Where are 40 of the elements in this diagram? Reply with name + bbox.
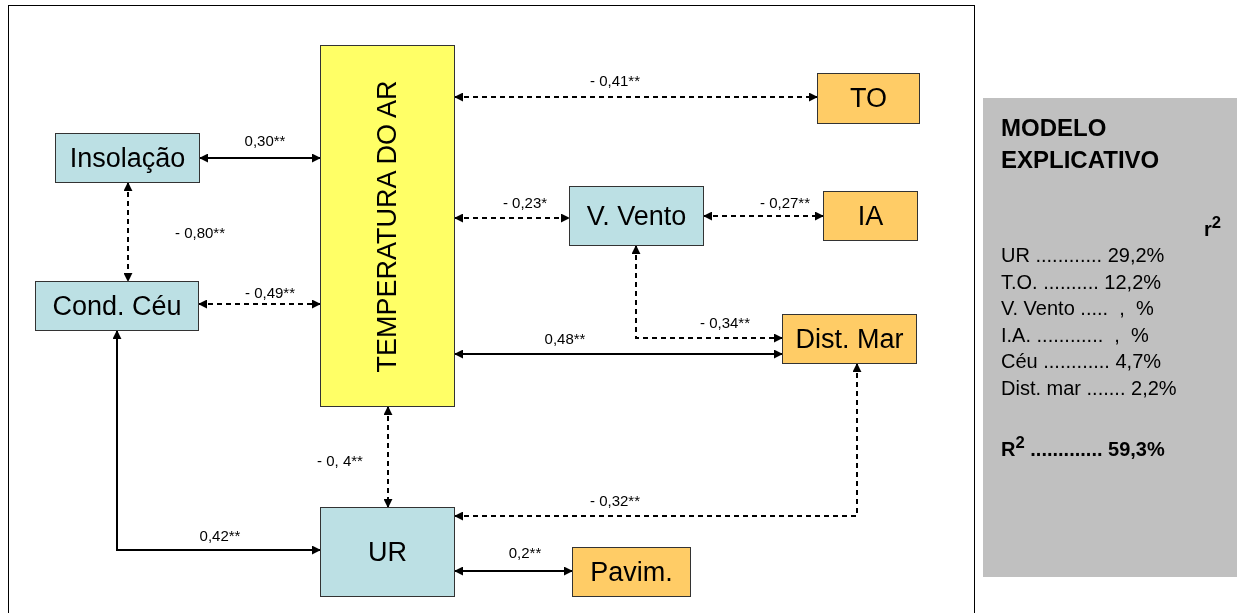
box-label: Cond. Céu: [52, 290, 182, 322]
arrow: [454, 349, 783, 359]
variable-box: [55, 133, 200, 183]
model-panel: [983, 98, 1237, 577]
panel-text: Céu ............ 4,7%: [1001, 349, 1163, 375]
panel-text: r$^{2}$: [1202, 211, 1221, 242]
panel-text: R$^{2}$ ............. 59,3%: [1001, 431, 1166, 462]
arrow: [454, 92, 818, 102]
variable-box: [569, 186, 704, 246]
panel-text: Dist. mar ....... 2,2%: [1001, 376, 1178, 402]
box-label: V. Vento: [586, 200, 687, 232]
variable-box: [823, 191, 918, 241]
arrow: [198, 299, 321, 309]
variable-box: [320, 45, 455, 407]
box-label: UR: [368, 536, 407, 568]
arrow: [383, 406, 393, 508]
panel-text: T.O. .......... 12,2%: [1001, 269, 1163, 295]
variable-box: [572, 547, 691, 597]
variable-box: [817, 73, 920, 124]
box-label: IA: [857, 200, 884, 232]
arrow: [454, 363, 862, 521]
box-label: Insolação: [69, 142, 186, 174]
arrow: [454, 213, 570, 223]
arrow: [454, 566, 573, 576]
panel-text: V. Vento ..... , %: [1001, 296, 1155, 322]
panel-text: I.A. ............ , %: [1001, 322, 1150, 348]
box-label: Dist. Mar: [795, 323, 904, 355]
arrow: [199, 153, 321, 163]
variable-box: [782, 314, 917, 364]
arrow: [123, 182, 133, 282]
box-label: Pavim.: [590, 556, 673, 588]
panel-heading: MODELO EXPLICATIVO: [1001, 113, 1161, 175]
arrow: [703, 211, 824, 221]
arrow: [631, 245, 783, 343]
variable-box: [35, 281, 199, 331]
box-label: TO: [850, 83, 887, 114]
panel-text: UR ............ 29,2%: [1001, 243, 1166, 269]
arrow: [112, 330, 321, 555]
variable-box: [320, 507, 455, 597]
box-label: TEMPERATURA DO AR: [372, 80, 403, 372]
